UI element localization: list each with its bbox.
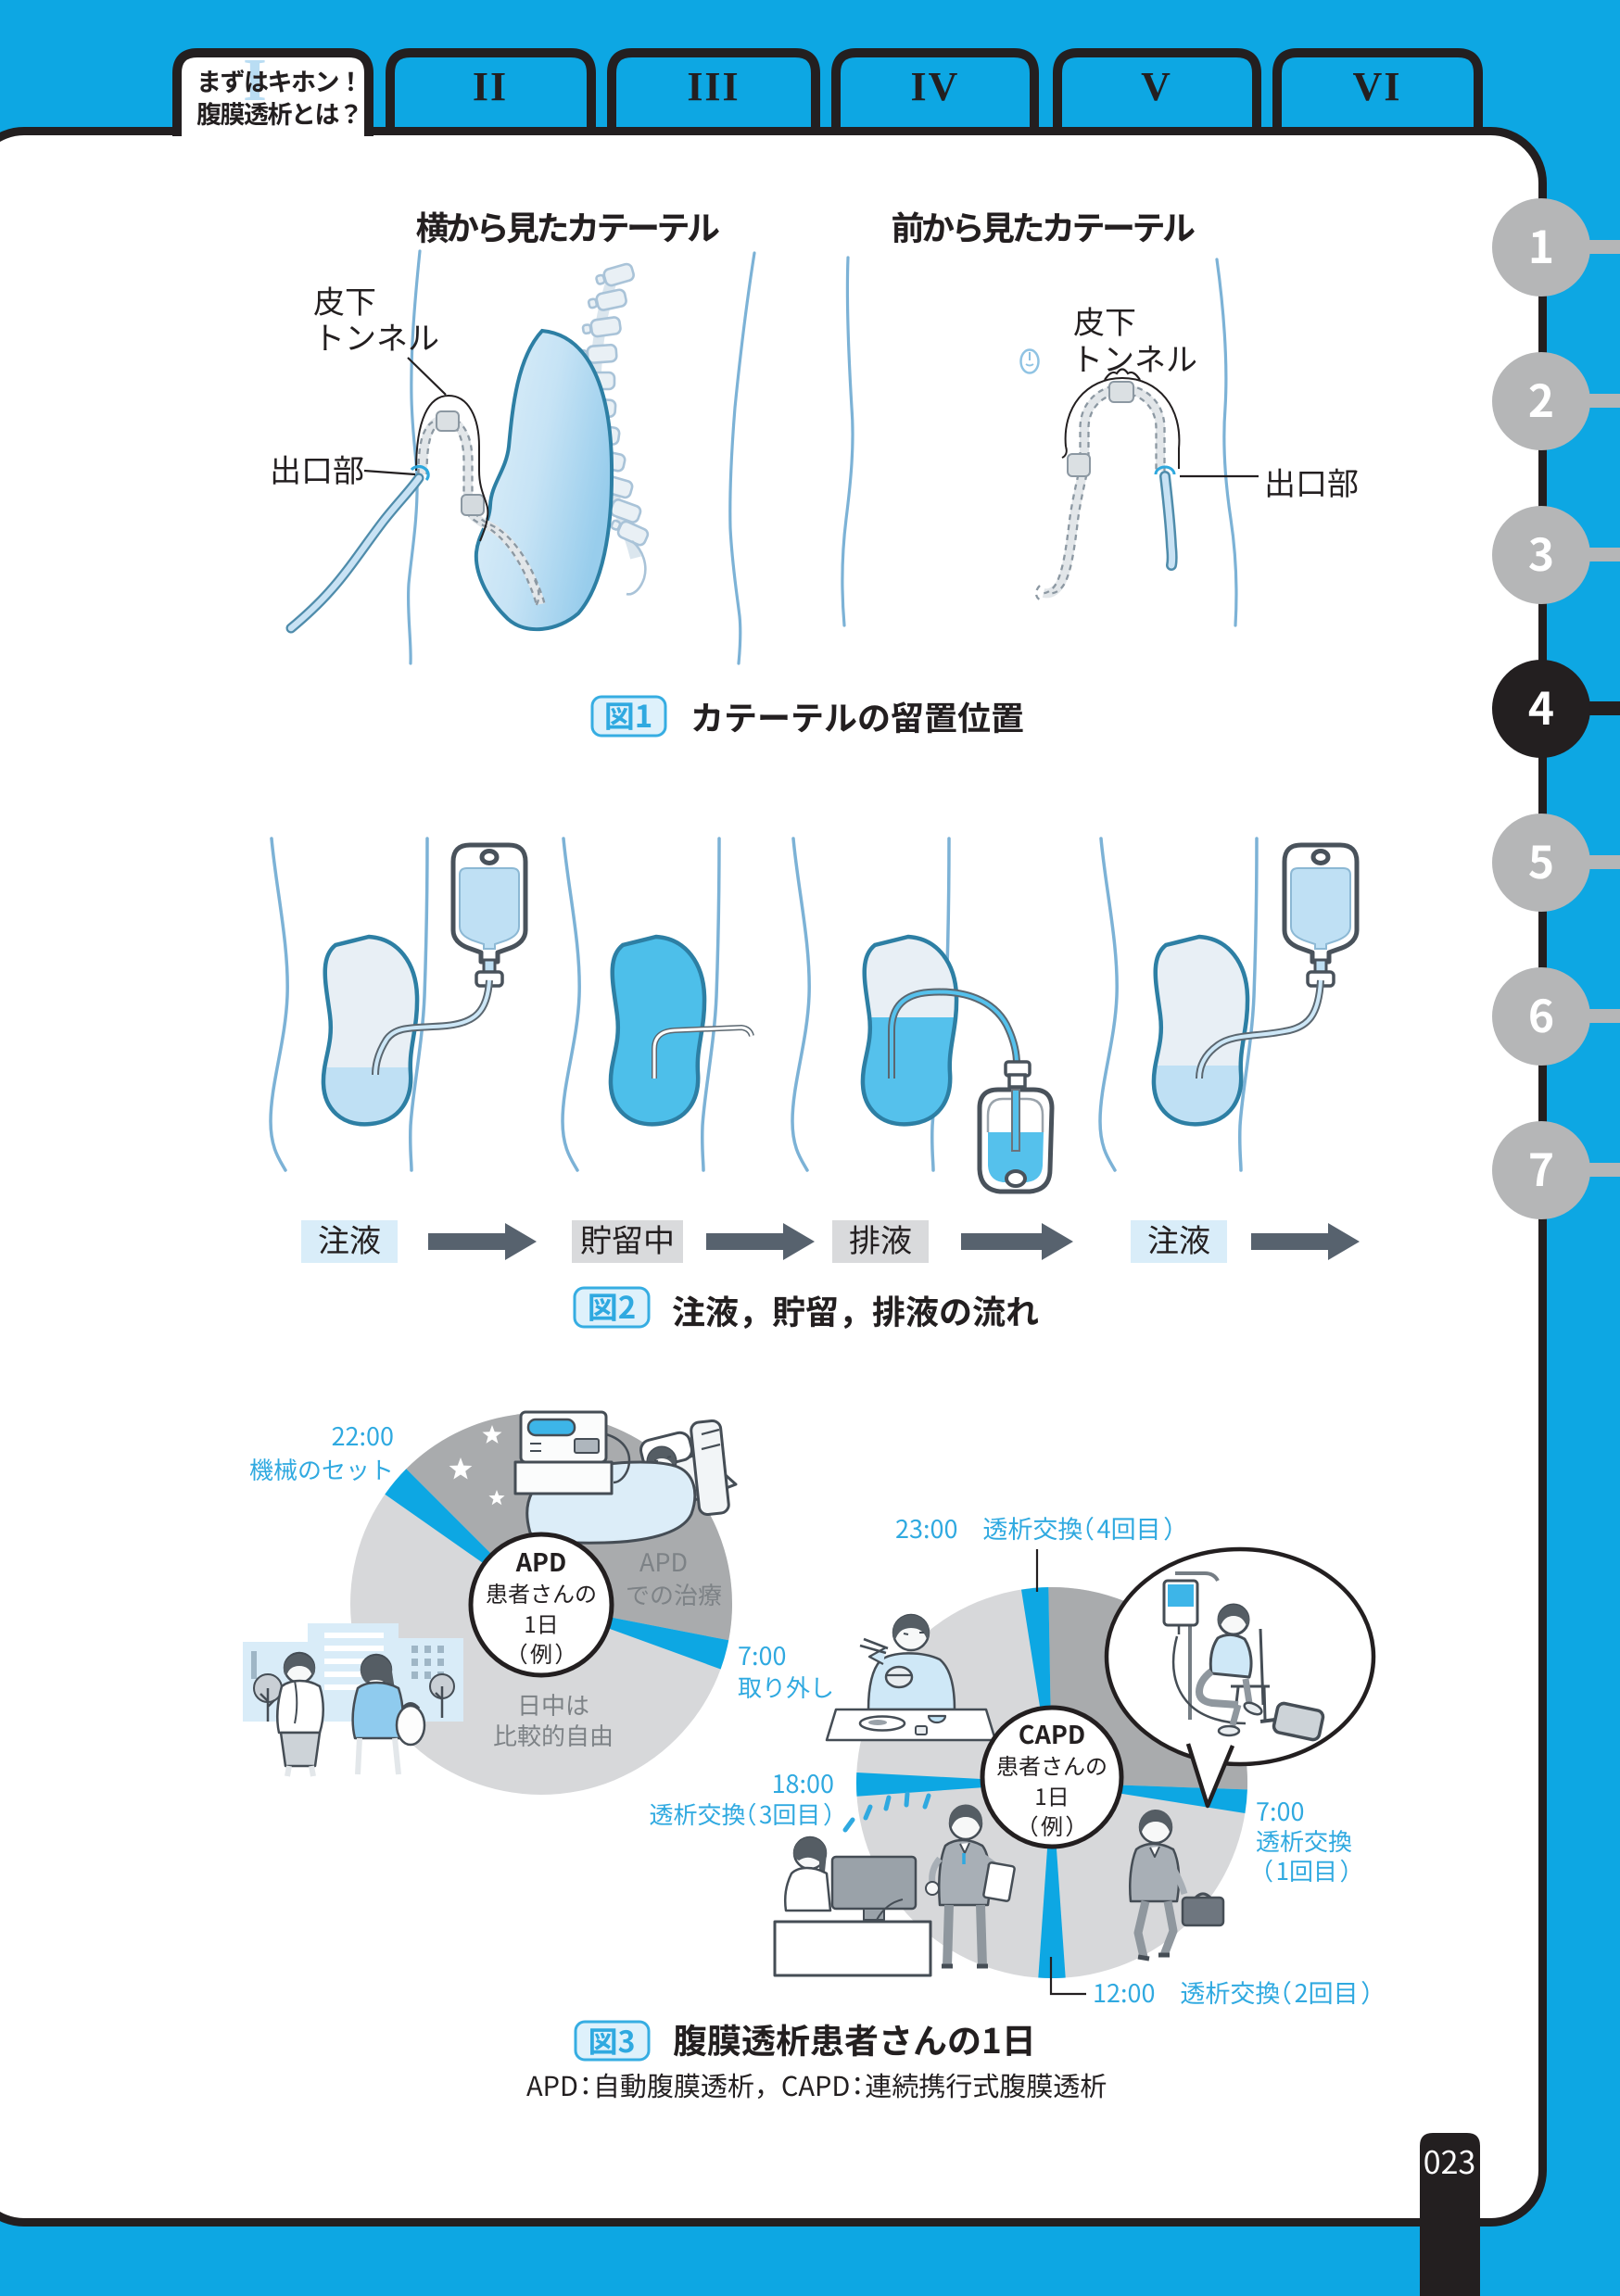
svg-text:IV: IV: [911, 64, 960, 109]
svg-text:V: V: [1141, 64, 1172, 109]
svg-text:III: III: [687, 64, 740, 109]
svg-text:VI: VI: [1353, 64, 1402, 109]
svg-text:II: II: [473, 64, 508, 109]
